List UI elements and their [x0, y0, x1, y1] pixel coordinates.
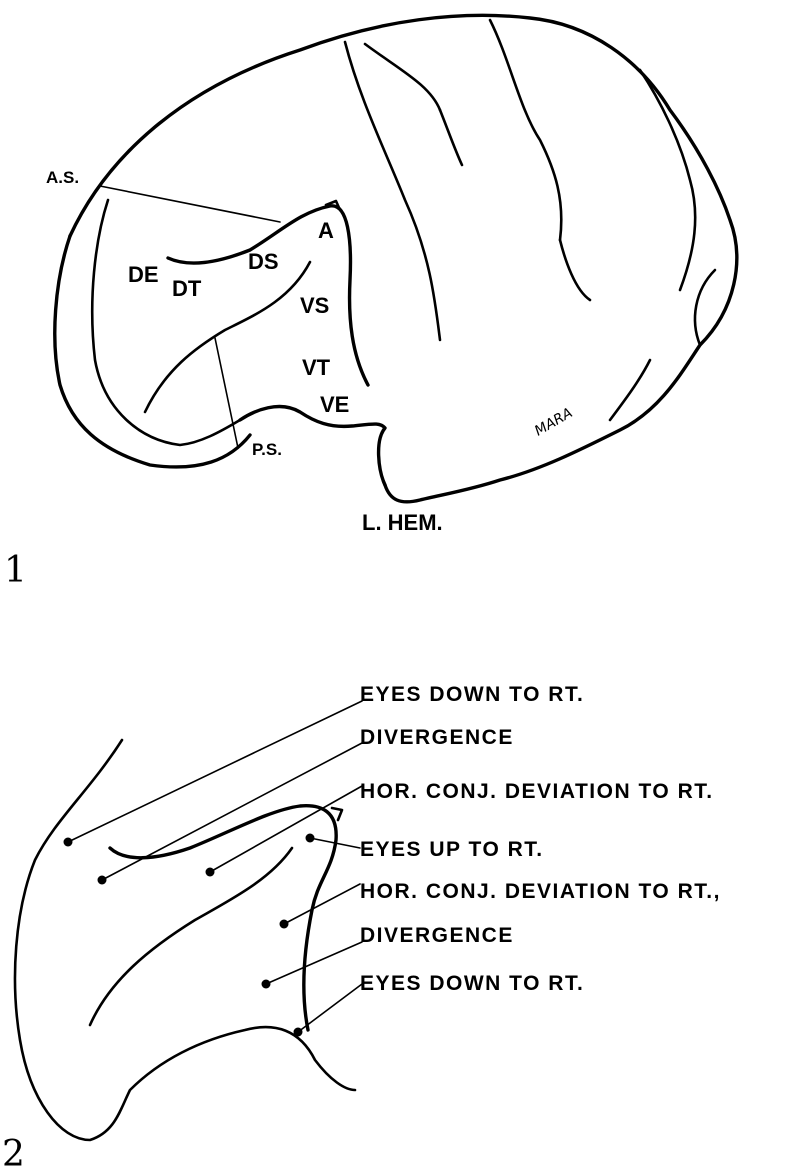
- response-label-5: HOR. CONJ. DEVIATION TO RT.,: [360, 880, 721, 903]
- figure-2: EYES DOWN TO RT. DIVERGENCE HOR. CONJ. D…: [2, 683, 721, 1171]
- response-label-6: DIVERGENCE: [360, 924, 514, 947]
- label-ps: P.S.: [252, 440, 282, 459]
- artist-signature: MARA: [532, 405, 575, 439]
- leader-line-6: [266, 942, 362, 984]
- leader-line-7: [298, 984, 362, 1032]
- label-vs: VS: [300, 293, 329, 318]
- enlarged-arcuate-sulcus: [110, 806, 336, 1030]
- label-ds: DS: [248, 249, 279, 274]
- response-label-7: EYES DOWN TO RT.: [360, 972, 584, 995]
- stimulation-point-6: [262, 980, 271, 989]
- stimulation-point-7: [294, 1028, 303, 1037]
- enlarged-principal-sulcus: [90, 848, 292, 1025]
- as-leader-line: [100, 186, 280, 222]
- figure-1-number: 1: [4, 550, 27, 591]
- label-de: DE: [128, 262, 159, 287]
- leader-line-5: [284, 884, 360, 924]
- stimulation-point-2: [98, 876, 107, 885]
- figure-2-number: 2: [2, 1134, 25, 1171]
- hemisphere-label: L. HEM.: [362, 510, 443, 535]
- figure-1: A.S. P.S. A DE DT DS VS VT VE MARA L. HE…: [4, 15, 737, 591]
- stimulation-point-5: [280, 920, 289, 929]
- response-label-3: HOR. CONJ. DEVIATION TO RT.: [360, 780, 714, 803]
- precentral-sulcus-upper: [365, 44, 440, 110]
- central-sulcus: [345, 42, 440, 340]
- label-as: A.S.: [46, 168, 79, 187]
- label-ve: VE: [320, 392, 349, 417]
- occipital-fold-2: [610, 360, 650, 420]
- response-label-2: DIVERGENCE: [360, 726, 514, 749]
- label-a: A: [318, 218, 334, 243]
- frontal-inner-contour: [92, 200, 240, 445]
- enlarged-outline: [15, 740, 355, 1140]
- precentral-sulcus-spur: [440, 110, 462, 165]
- principal-sulcus: [145, 262, 310, 412]
- response-labels: EYES DOWN TO RT. DIVERGENCE HOR. CONJ. D…: [360, 683, 721, 995]
- label-vt: VT: [302, 355, 331, 380]
- stimulation-point-3: [206, 868, 215, 877]
- stimulation-point-1: [64, 838, 73, 847]
- parietal-fold: [560, 240, 590, 300]
- intraparietal-sulcus: [490, 20, 561, 240]
- response-label-4: EYES UP TO RT.: [360, 838, 544, 861]
- leader-lines: [68, 701, 362, 1032]
- label-dt: DT: [172, 276, 202, 301]
- stimulation-point-4: [306, 834, 315, 843]
- response-label-1: EYES DOWN TO RT.: [360, 683, 584, 706]
